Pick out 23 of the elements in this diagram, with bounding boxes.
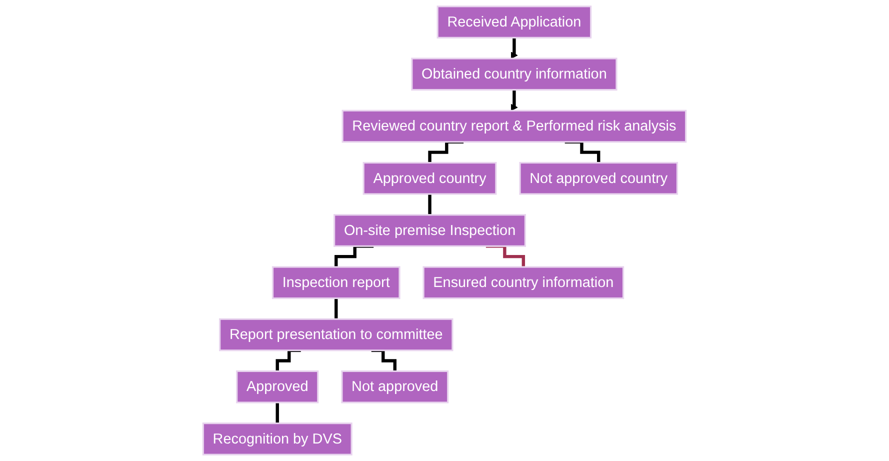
arrow: [510, 88, 518, 111]
node-box: Approved country: [362, 162, 497, 195]
node-box: Ensured country information: [422, 266, 624, 300]
node-box: On-site premise Inspection: [334, 214, 526, 247]
connector: [486, 244, 526, 269]
connector: [371, 348, 396, 373]
node-box: Report presentation to committee: [219, 318, 454, 352]
connector: [334, 296, 338, 321]
connector: [334, 244, 374, 269]
connector: [564, 140, 600, 164]
node-box: Approved: [236, 370, 319, 404]
node-box: Not approved: [341, 370, 449, 404]
arrow: [510, 36, 518, 59]
connector: [428, 140, 464, 164]
node-box: Obtained country information: [411, 58, 618, 91]
connector: [276, 400, 279, 425]
node-box: Reviewed country report & Performed risk analysis: [342, 110, 687, 143]
node-box: Recognition by DVS: [202, 422, 352, 456]
connector: [276, 348, 301, 373]
node-box: Not approved country: [519, 162, 678, 195]
node-box: Received Application: [436, 6, 592, 38]
node-box: Inspection report: [272, 266, 400, 300]
connector: [428, 192, 432, 216]
